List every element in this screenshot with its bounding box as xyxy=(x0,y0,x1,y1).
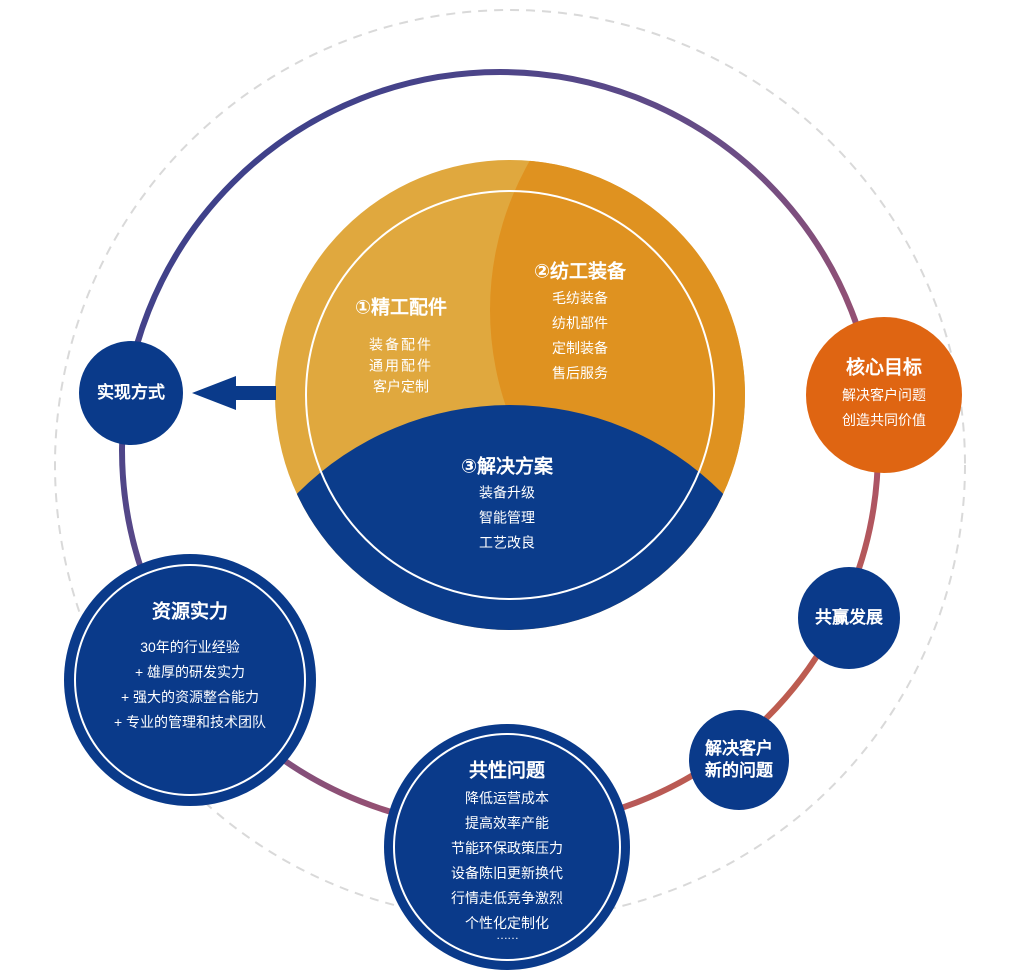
part2-item: 毛纺装备 xyxy=(552,290,608,306)
node-winwin-title: 共赢发展 xyxy=(815,608,883,627)
part3-item: 装备升级 xyxy=(479,484,535,501)
node-common-item: 节能环保政策压力 xyxy=(451,840,563,856)
node-newproblem-line: 解决客户 xyxy=(705,739,773,758)
node-resource-item: + 专业的管理和技术团队 xyxy=(113,714,267,730)
dashed-outer-ring xyxy=(54,9,966,921)
node-goal-list: 解决客户问题 创造共同价值 xyxy=(842,383,926,433)
part2-title: ②纺工装备 xyxy=(533,261,627,283)
node-resource-item: + 强大的资源整合能力 xyxy=(120,689,260,705)
node-resource-circle xyxy=(64,554,316,806)
node-common-circle xyxy=(384,724,630,970)
node-method-title: 实现方式 xyxy=(97,383,165,402)
node-goal-item: 解决客户问题 xyxy=(842,387,926,403)
node-common-title: 共性问题 xyxy=(468,760,546,782)
center-inner-ring xyxy=(305,190,715,600)
node-resource-item: 30年的行业经验 xyxy=(140,639,240,655)
node-newproblem-circle xyxy=(689,710,789,810)
node-common-inner-ring xyxy=(393,733,621,961)
node-common-item: 个性化定制化 xyxy=(465,915,549,931)
part2-item: 定制装备 xyxy=(552,340,608,356)
part3-title: ③解决方案 xyxy=(460,456,554,478)
center-bottom-segment xyxy=(275,405,745,630)
part3-item: 工艺改良 xyxy=(479,534,535,551)
node-resource-title: 资源实力 xyxy=(151,601,229,623)
node-method-circle xyxy=(79,341,183,445)
part1-item: 通用配件 xyxy=(369,357,433,374)
node-newproblem-line: 新的问题 xyxy=(705,761,773,780)
part3-item: 智能管理 xyxy=(479,509,535,526)
node-newproblem-label: 解决客户 新的问题 xyxy=(705,738,773,782)
node-common-list: 降低运营成本 提高效率产能 节能环保政策压力 设备陈旧更新换代 行情走低竞争激烈… xyxy=(451,786,563,936)
node-goal-circle xyxy=(806,317,962,473)
arrow-left-icon xyxy=(192,376,276,410)
node-common-item: 提高效率产能 xyxy=(465,815,549,831)
node-resource-item: + 雄厚的研发实力 xyxy=(134,664,246,680)
node-common-item: 行情走低竞争激烈 xyxy=(451,890,563,906)
part2-item: 纺机部件 xyxy=(552,315,608,331)
node-goal-title: 核心目标 xyxy=(845,357,923,379)
node-resource-inner-ring xyxy=(74,564,306,796)
node-winwin-circle xyxy=(798,567,900,669)
node-common-item: 降低运营成本 xyxy=(465,790,549,806)
node-common-item: 设备陈旧更新换代 xyxy=(451,865,563,881)
node-common-more: …… xyxy=(496,928,519,942)
part2-list: 毛纺装备 纺机部件 定制装备 售后服务 xyxy=(552,286,608,386)
node-resource-list: 30年的行业经验 + 雄厚的研发实力 + 强大的资源整合能力 + 专业的管理和技… xyxy=(114,635,266,735)
part2-item: 售后服务 xyxy=(552,365,608,381)
center-circle xyxy=(275,160,745,630)
node-goal-item: 创造共同价值 xyxy=(842,412,926,428)
part1-item: 装备配件 xyxy=(369,336,433,353)
part3-list: 装备升级 智能管理 工艺改良 xyxy=(479,481,535,556)
part1-item: 客户定制 xyxy=(373,378,429,395)
part1-list: 装备配件 通用配件 客户定制 xyxy=(369,333,433,400)
part1-title: ①精工配件 xyxy=(354,297,448,319)
